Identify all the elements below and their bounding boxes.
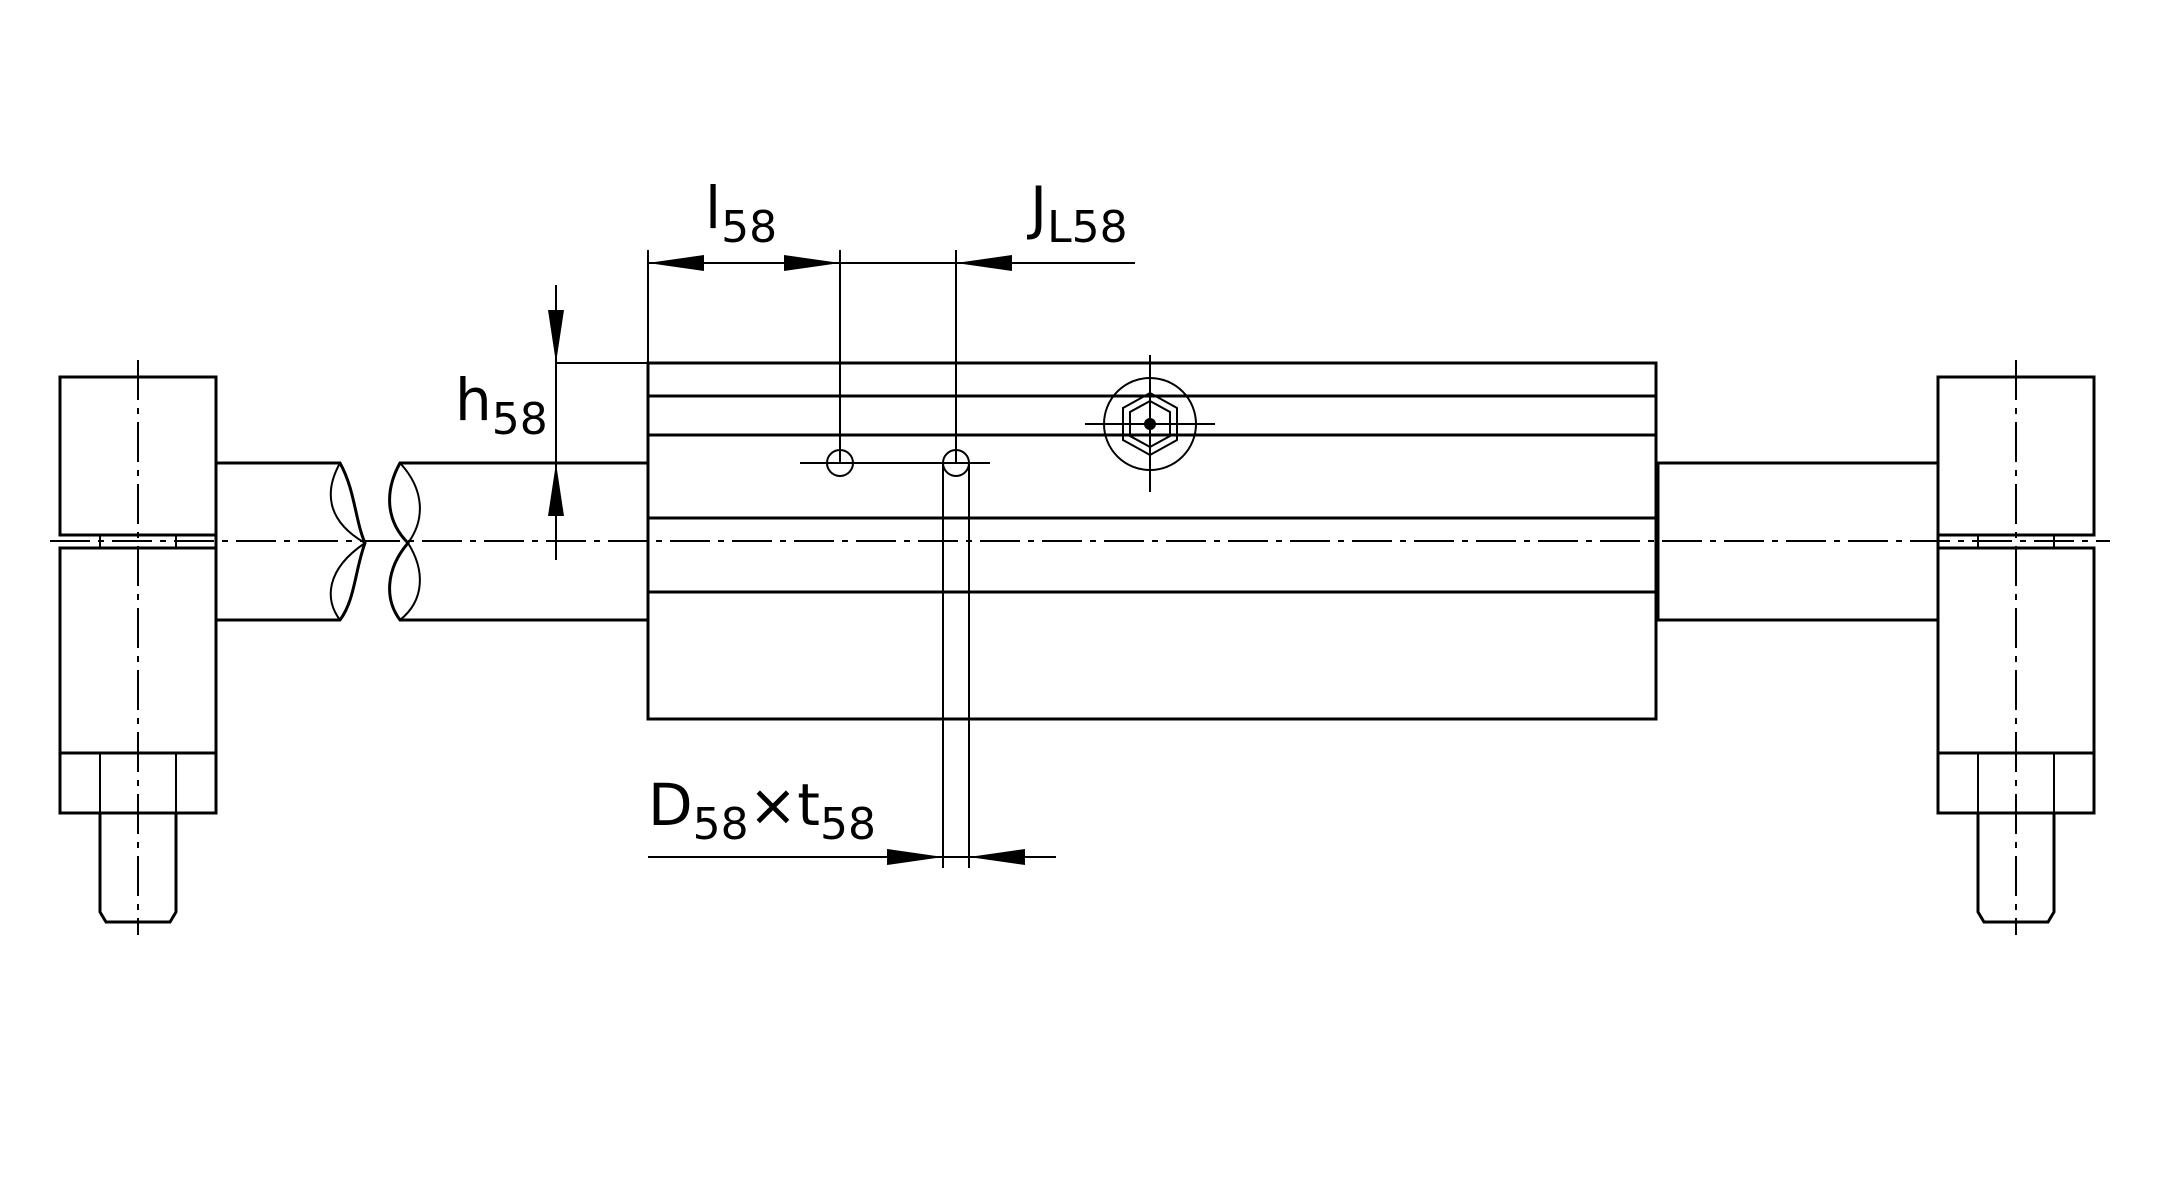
left-shaft — [214, 461, 650, 622]
label-l58: l58 — [705, 174, 777, 253]
carriage-block — [646, 355, 1658, 721]
label-jl58: JL58 — [1027, 174, 1128, 253]
dimension-d-t — [648, 463, 1056, 868]
label-d58-t58: D58×t58 — [648, 771, 876, 850]
right-bolt — [1976, 811, 2056, 924]
left-support — [58, 360, 218, 935]
right-support — [1936, 360, 2096, 935]
label-h58: h58 — [455, 366, 548, 445]
dimension-l-j — [647, 250, 1135, 463]
dimension-h — [548, 285, 648, 560]
left-bolt — [98, 811, 178, 924]
hex-lube-nipple-icon — [1085, 355, 1215, 492]
